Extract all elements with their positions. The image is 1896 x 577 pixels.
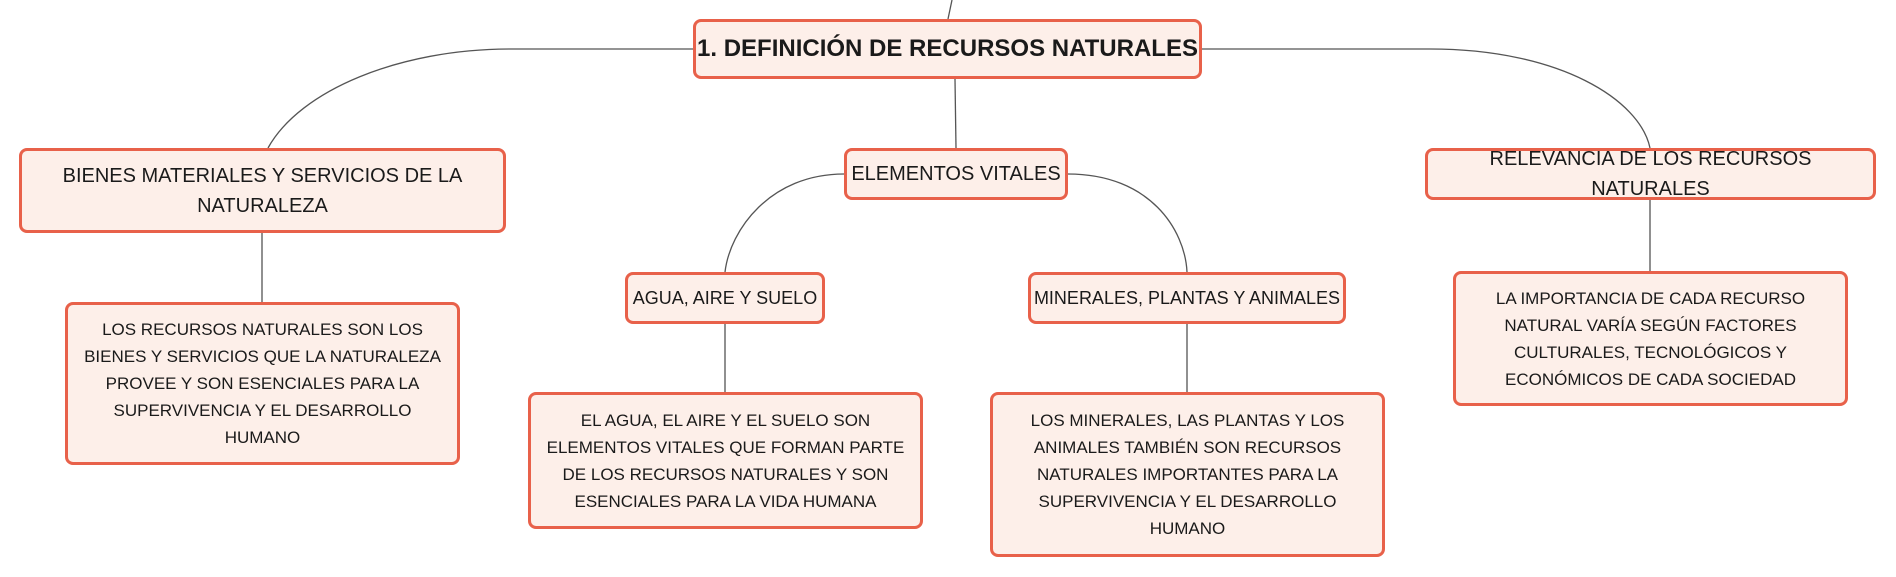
connector-root-to-relevancia <box>1202 48 1651 149</box>
connector-root-to-elementos <box>954 78 957 149</box>
root-topic[interactable]: 1. DEFINICIÓN DE RECURSOS NATURALES <box>693 19 1202 79</box>
detail-agua-aire-suelo[interactable]: EL AGUA, EL AIRE Y EL SUELO SON ELEMENTO… <box>528 392 923 529</box>
connector-root-to-bienes <box>267 48 693 149</box>
subtopic-agua-aire-suelo-label: AGUA, AIRE Y SUELO <box>632 288 818 308</box>
topic-relevancia[interactable]: RELEVANCIA DE LOS RECURSOS NATURALES <box>1425 148 1876 200</box>
detail-bienes-materiales[interactable]: LOS RECURSOS NATURALES SON LOS BIENES Y … <box>65 302 460 465</box>
root-topic-label: 1. DEFINICIÓN DE RECURSOS NATURALES <box>697 35 1198 62</box>
subtopic-agua-aire-suelo[interactable]: AGUA, AIRE Y SUELO <box>625 272 825 324</box>
detail-relevancia[interactable]: LA IMPORTANCIA DE CADA RECURSO NATURAL V… <box>1453 271 1848 406</box>
topic-bienes-materiales-label: BIENES MATERIALES Y SERVICIOS DE LA NATU… <box>62 164 463 217</box>
connector-elementos-to-agua <box>724 173 845 273</box>
connector-elementos-to-minerales <box>1067 173 1188 273</box>
detail-agua-aire-suelo-text: EL AGUA, EL AIRE Y EL SUELO SON ELEMENTO… <box>546 410 905 511</box>
subtopic-minerales-plantas-animales-label: MINERALES, PLANTAS Y ANIMALES <box>1033 288 1341 308</box>
detail-relevancia-text: LA IMPORTANCIA DE CADA RECURSO NATURAL V… <box>1495 288 1806 389</box>
detail-minerales-plantas-animales-text: LOS MINERALES, LAS PLANTAS Y LOS ANIMALE… <box>1030 411 1345 538</box>
subtopic-minerales-plantas-animales[interactable]: MINERALES, PLANTAS Y ANIMALES <box>1028 272 1346 324</box>
detail-minerales-plantas-animales[interactable]: LOS MINERALES, LAS PLANTAS Y LOS ANIMALE… <box>990 392 1385 557</box>
topic-elementos-vitales-label: ELEMENTOS VITALES <box>851 163 1061 185</box>
topic-relevancia-label: RELEVANCIA DE LOS RECURSOS NATURALES <box>1489 148 1812 200</box>
connector-parent-to-root <box>947 0 953 20</box>
topic-bienes-materiales[interactable]: BIENES MATERIALES Y SERVICIOS DE LA NATU… <box>19 148 506 233</box>
detail-bienes-materiales-text: LOS RECURSOS NATURALES SON LOS BIENES Y … <box>84 320 441 447</box>
topic-elementos-vitales[interactable]: ELEMENTOS VITALES <box>844 148 1068 200</box>
